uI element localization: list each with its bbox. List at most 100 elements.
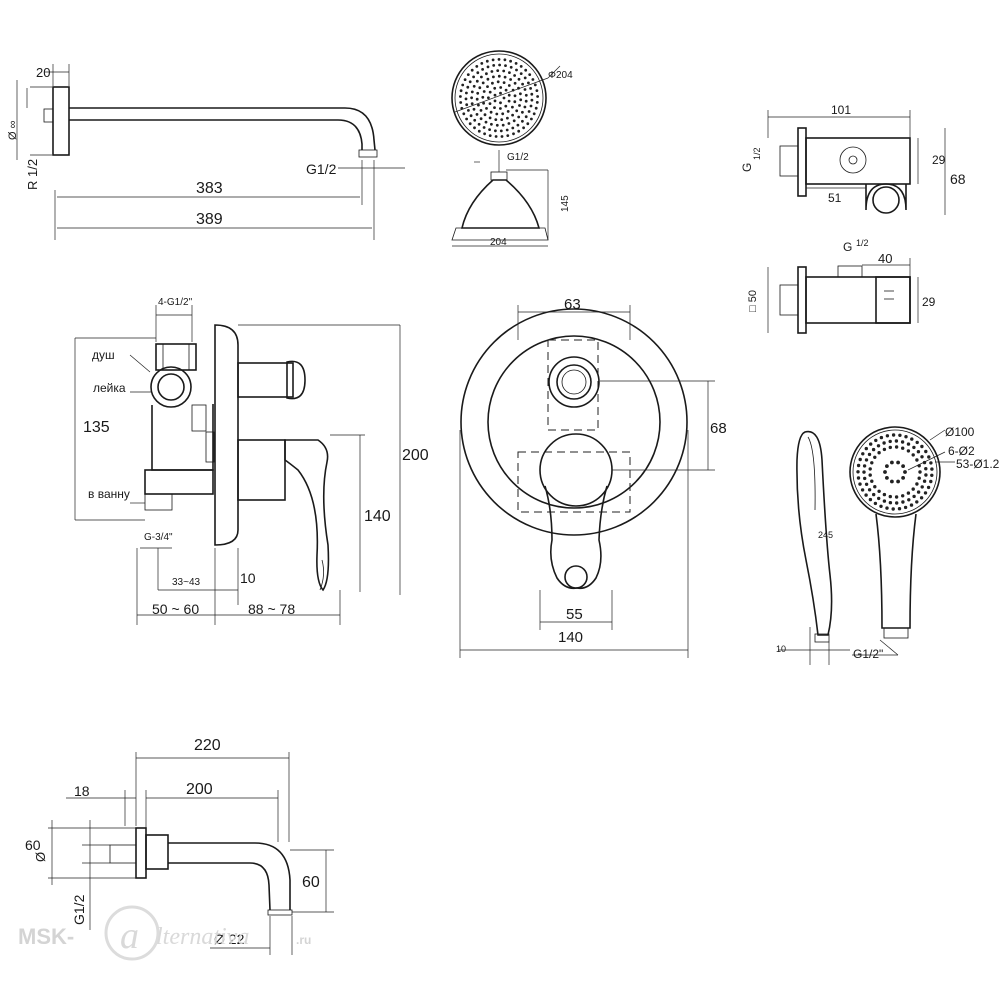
nozzle-dot [531, 78, 535, 81]
nozzle-dot [518, 104, 521, 107]
nozzle-dot [485, 107, 488, 110]
nozzle-dot [483, 113, 487, 117]
nozzle-dot [499, 91, 502, 95]
nozzle-dot [519, 98, 523, 102]
nozzle-dot [500, 135, 504, 138]
nozzle-dot [862, 464, 867, 468]
nozzle-dot [527, 110, 531, 113]
nozzle-dot [485, 59, 489, 63]
nozzle-dot [468, 122, 472, 126]
nozzle-dot [494, 129, 497, 133]
nozzle-dot [917, 476, 921, 480]
nozzle-dot [500, 118, 504, 121]
nozzle-dot [524, 115, 528, 119]
nozzle-dot [912, 445, 916, 450]
nozzle-dot [924, 449, 928, 454]
nozzle-dot [929, 461, 933, 465]
mixer-depth-small: 33~43 [172, 577, 201, 588]
nozzle-dot [930, 467, 934, 471]
nozzle-dot [472, 107, 476, 111]
nozzle-dot [465, 117, 468, 121]
nozzle-dot [904, 435, 908, 439]
arm-length-outer: 389 [196, 211, 223, 228]
hand-length: 245 [818, 530, 833, 540]
nozzle-dot [523, 88, 527, 91]
nozzle-dot [920, 455, 924, 459]
spout-flange-dia: 60 [25, 837, 41, 853]
spout-length-inner: 200 [186, 781, 213, 798]
nozzle-dot [529, 104, 533, 108]
nozzle-dot [526, 122, 530, 126]
mixer-height-body: 135 [83, 419, 110, 436]
nozzle-dot [485, 72, 488, 76]
nozzle-dot [920, 485, 924, 489]
nozzle-dot [533, 83, 537, 87]
nozzle-dot [901, 500, 905, 504]
watermark-script: lternativa [156, 924, 249, 950]
nozzle-dot [910, 437, 914, 441]
nozzle-dot [519, 72, 523, 75]
nozzle-dot [506, 110, 510, 113]
hand-thread: G1/2" [853, 647, 883, 661]
nozzle-dot [856, 476, 861, 480]
holder-side-height: 29 [922, 295, 936, 309]
nozzle-dot [492, 64, 496, 67]
front-top-width: 63 [564, 296, 581, 313]
nozzle-dot [521, 119, 524, 123]
nozzle-dot [513, 81, 517, 85]
nozzle-dot [916, 450, 921, 454]
nozzle-dot [482, 90, 486, 93]
nozzle-dot [856, 463, 861, 468]
nozzle-dot [503, 58, 507, 62]
nozzle-dot [497, 58, 501, 61]
nozzle-dot [502, 81, 506, 84]
spout-flange: 18 [74, 783, 90, 799]
nozzle-dot [459, 101, 463, 104]
mixer-label-shower: душ [92, 348, 115, 362]
nozzle-dot [877, 496, 881, 501]
nozzle-dot [871, 447, 876, 452]
nozzle-dot [530, 117, 533, 121]
nozzle-dot [459, 95, 462, 98]
nozzle-dot [491, 58, 495, 62]
nozzle-dot [519, 92, 522, 96]
nozzle-dot [513, 100, 517, 104]
nozzle-dot [484, 120, 488, 124]
nozzle-dot [488, 128, 491, 132]
nozzle-dot [486, 65, 490, 69]
head-diameter: Φ204 [548, 70, 573, 81]
nozzle-dot [864, 446, 868, 451]
nozzle-dot [465, 91, 468, 95]
nozzle-dot [499, 129, 503, 133]
nozzle-dot [870, 461, 874, 465]
nozzle-dot [877, 489, 881, 493]
nozzle-dot [517, 77, 521, 81]
nozzle-dot [466, 73, 470, 76]
front-center-dist: 68 [710, 420, 727, 437]
nozzle-dot [524, 93, 528, 97]
nozzle-dot [473, 126, 476, 130]
nozzle-dot [911, 453, 915, 457]
nozzle-dot [894, 439, 899, 443]
nozzle-dot [885, 464, 889, 468]
nozzle-dot [879, 435, 884, 440]
nozzle-dot [462, 112, 466, 116]
nozzle-dot [861, 452, 865, 456]
nozzle-dot [919, 496, 924, 500]
nozzle-dot [509, 59, 512, 63]
nozzle-dot [909, 503, 914, 507]
nozzle-dot [488, 102, 492, 105]
head-width: 204 [490, 237, 507, 248]
spout-pipe-dia: Ø 22 [214, 931, 245, 947]
nozzle-dot [466, 85, 470, 89]
front-plate-width: 140 [558, 629, 583, 646]
nozzle-dot [897, 507, 902, 511]
nozzle-dot [888, 501, 893, 505]
nozzle-dot [895, 501, 899, 505]
mixer-label-handshower: лейка [93, 381, 126, 395]
arm-length-inner: 383 [196, 180, 223, 197]
nozzle-dot [868, 467, 872, 471]
nozzle-dot [486, 77, 490, 81]
mixer-side-drawing: 4-G1/2" душ лейка в ванну 135 200 140 G-… [74, 297, 429, 625]
